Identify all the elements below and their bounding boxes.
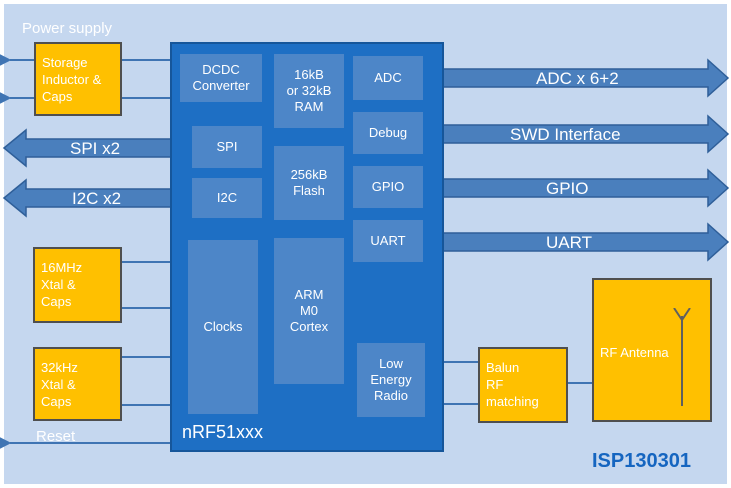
uart-interface-label: UART <box>546 233 592 252</box>
clocks-block: Clocks <box>188 240 258 414</box>
low-energy-radio-block: Low Energy Radio <box>357 343 425 417</box>
chip-name-label: nRF51xxx <box>182 422 264 442</box>
rf-antenna-label: RF Antenna <box>600 345 669 360</box>
antenna-icon <box>673 308 691 406</box>
spi-block: SPI <box>192 126 262 168</box>
adc-interface-label: ADC x 6+2 <box>536 69 619 88</box>
i2c-block: I2C <box>192 178 262 218</box>
gpio-interface-label: GPIO <box>546 179 589 198</box>
module-id-label: ISP130301 <box>592 450 691 472</box>
balun-rf-matching-box: Balun RF matching <box>478 347 568 423</box>
i2c-interface-label: I2C x2 <box>72 189 122 208</box>
uart-block: UART <box>353 220 423 262</box>
flash-block: 256kB Flash <box>274 146 344 220</box>
gpio-block: GPIO <box>353 166 423 208</box>
xtal-32khz-box: 32kHz Xtal & Caps <box>33 347 122 421</box>
dcdc-converter-block: DCDC Converter <box>180 54 262 102</box>
debug-block: Debug <box>353 112 423 154</box>
arm-cortex-block: ARM M0 Cortex <box>274 238 344 384</box>
ram-block: 16kB or 32kB RAM <box>274 54 344 128</box>
reset-label: Reset <box>36 428 76 445</box>
spi-interface-label: SPI x2 <box>70 139 121 158</box>
xtal-16mhz-box: 16MHz Xtal & Caps <box>33 247 122 323</box>
adc-block: ADC <box>353 56 423 100</box>
rf-antenna-box: RF Antenna <box>592 278 712 422</box>
swd-interface-label: SWD Interface <box>510 125 621 144</box>
power-supply-label: Power supply <box>22 20 113 37</box>
storage-inductor-box: Storage Inductor & Caps <box>34 42 122 116</box>
